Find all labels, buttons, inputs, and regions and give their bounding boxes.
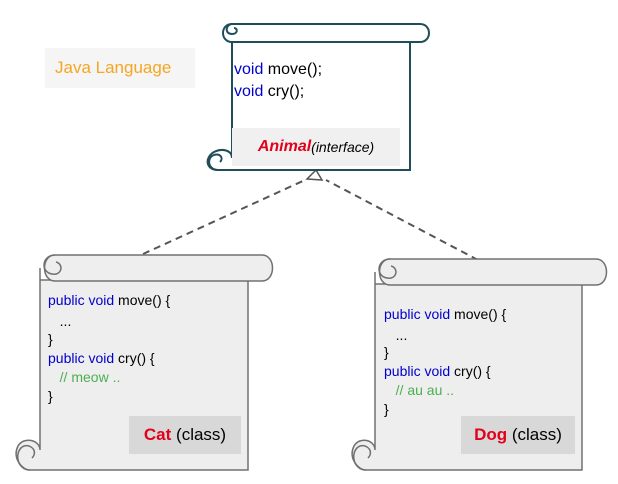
arrow-head-open xyxy=(305,168,324,181)
code-line: // au au .. xyxy=(384,383,454,397)
code-line: public void move() { xyxy=(384,307,506,321)
code-line: void cry(); xyxy=(234,84,304,100)
code-line: void move(); xyxy=(234,62,322,78)
code-text: cry() { xyxy=(114,350,155,366)
dog-name: Dog xyxy=(474,425,508,444)
cat-realization-arrow xyxy=(142,179,306,255)
code-line: // meow .. xyxy=(48,369,121,385)
code-text: move() { xyxy=(114,292,171,308)
code-text: } xyxy=(384,401,389,417)
code-text: } xyxy=(384,344,389,360)
keyword: public void xyxy=(384,306,451,322)
code-text: } xyxy=(48,331,53,347)
code-text: move() { xyxy=(450,306,507,322)
dog-kind: (class) xyxy=(507,425,562,444)
code-line: public void move() { xyxy=(48,293,170,307)
code-text: ... xyxy=(48,313,72,329)
code-line: } xyxy=(48,389,53,403)
keyword: public void xyxy=(48,292,115,308)
dog-name-box: Dog (class) xyxy=(461,416,575,454)
interface-name-box: Animal(interface) xyxy=(232,128,400,166)
code-line: } xyxy=(48,332,53,346)
keyword: public void xyxy=(384,363,451,379)
interface-kind: (interface) xyxy=(311,139,375,155)
code-text: move(); xyxy=(263,61,323,78)
code-line: } xyxy=(384,402,389,416)
code-text xyxy=(384,382,396,398)
code-text: ... xyxy=(384,327,408,343)
cat-name: Cat xyxy=(143,425,172,444)
code-line: public void cry() { xyxy=(384,364,491,378)
language-label-text: Java Language xyxy=(55,58,172,77)
code-line: public void cry() { xyxy=(48,351,155,365)
code-text xyxy=(48,369,60,385)
keyword: public void xyxy=(48,350,115,366)
keyword: void xyxy=(234,83,264,100)
code-comment: // meow .. xyxy=(59,369,121,385)
code-text: cry(); xyxy=(263,83,305,100)
code-line: } xyxy=(384,345,389,359)
code-text: cry() { xyxy=(450,363,491,379)
keyword: void xyxy=(234,61,264,78)
language-label: Java Language xyxy=(45,48,195,88)
cat-name-box: Cat (class) xyxy=(129,416,241,454)
interface-name: Animal xyxy=(257,138,312,155)
code-line: ... xyxy=(384,327,408,343)
dog-realization-arrow xyxy=(325,179,479,261)
code-text: } xyxy=(48,388,53,404)
cat-kind: (class) xyxy=(171,425,227,444)
code-line: ... xyxy=(48,313,72,329)
code-comment: // au au .. xyxy=(395,382,455,398)
